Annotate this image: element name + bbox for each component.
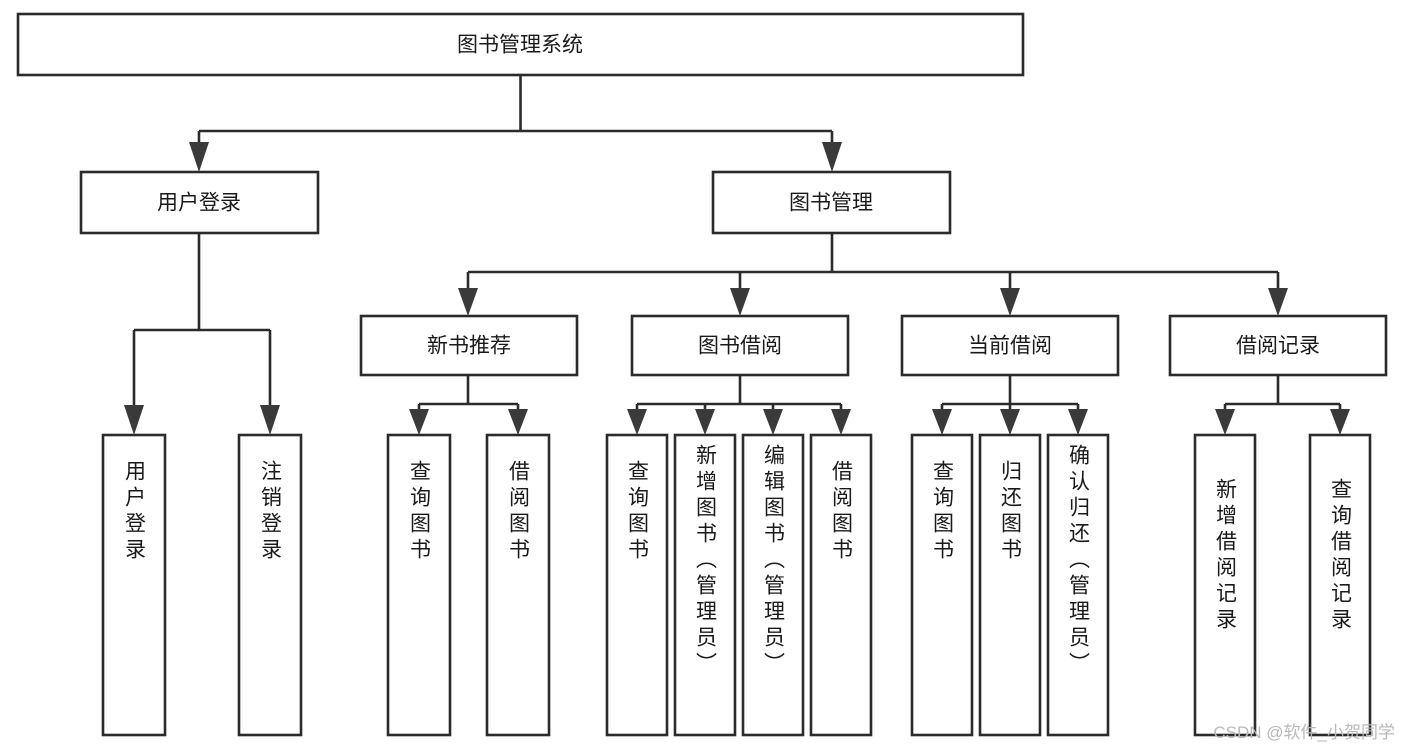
arrow-head-leaf-edit-book [763, 409, 783, 435]
arrow-head-leaf-query-book-1 [409, 409, 429, 435]
node-leaf-return-book-label: 归还图书 [999, 460, 1023, 564]
arrow-head-leaf-query-record [1330, 409, 1350, 435]
node-leaf-query-book-1-label: 查询图书 [408, 460, 432, 564]
node-leaf-query-book-3-label: 查询图书 [931, 460, 955, 564]
node-leaf-logout-box[interactable] [237, 433, 303, 737]
node-leaf-confirm-return[interactable]: 确认归还（管理员） [1046, 433, 1110, 737]
node-leaf-query-book-2[interactable]: 查询图书 [605, 433, 669, 737]
node-leaf-user-login[interactable]: 用户登录 [101, 433, 167, 737]
arrow-head-book-manage [822, 142, 842, 172]
node-current-borrow[interactable]: 当前借阅 [900, 314, 1120, 377]
node-leaf-return-book-box[interactable] [978, 433, 1042, 737]
node-leaf-confirm-return-box[interactable] [1046, 433, 1110, 737]
node-root-box[interactable] [16, 12, 1025, 77]
node-book-manage-label: 图书管理 [789, 192, 873, 215]
node-leaf-query-record-box[interactable] [1308, 433, 1372, 737]
node-leaf-add-book-box[interactable] [673, 433, 737, 737]
node-leaf-query-book-1[interactable]: 查询图书 [386, 433, 452, 737]
node-leaf-borrow-book-2-label: 借阅图书 [830, 460, 854, 564]
node-leaf-borrow-book-1-box[interactable] [485, 433, 551, 737]
node-leaf-user-login-box[interactable] [101, 433, 167, 737]
node-leaf-query-book-3[interactable]: 查询图书 [910, 433, 974, 737]
node-leaf-logout[interactable]: 注销登录 [237, 433, 303, 737]
node-leaf-edit-book-box[interactable] [741, 433, 805, 737]
node-leaf-add-record-box[interactable] [1193, 433, 1257, 737]
node-leaf-add-book[interactable]: 新增图书（管理员） [673, 433, 737, 737]
arrow-head-leaf-logout [260, 405, 280, 435]
arrow-head-leaf-query-book-2 [627, 409, 647, 435]
node-leaf-query-book-2-box[interactable] [605, 433, 669, 737]
node-leaf-add-record[interactable]: 新增借阅记录 [1193, 433, 1257, 737]
node-book-borrow-box[interactable] [630, 314, 850, 377]
arrow-head-leaf-confirm-return [1068, 409, 1088, 435]
node-leaf-user-login-label: 用户登录 [123, 460, 147, 564]
node-leaf-edit-book[interactable]: 编辑图书（管理员） [741, 433, 805, 737]
node-leaf-borrow-book-2[interactable]: 借阅图书 [809, 433, 873, 737]
node-leaf-borrow-book-1-label: 借阅图书 [507, 460, 531, 564]
node-user-login-label: 用户登录 [157, 192, 241, 215]
arrow-head-borrow-record [1268, 288, 1288, 316]
arrow-head-new-book-rec [458, 288, 478, 316]
arrow-head-leaf-add-record [1215, 409, 1235, 435]
arrow-head-leaf-borrow-book-1 [508, 409, 528, 435]
node-leaf-return-book[interactable]: 归还图书 [978, 433, 1042, 737]
node-leaf-borrow-book-2-box[interactable] [809, 433, 873, 737]
arrow-head-current-borrow [1000, 288, 1020, 316]
node-book-borrow[interactable]: 图书借阅 [630, 314, 850, 377]
node-user-login[interactable]: 用户登录 [79, 170, 320, 235]
node-current-borrow-box[interactable] [900, 314, 1120, 377]
node-leaf-query-record-label: 查询借阅记录 [1329, 478, 1353, 634]
arrow-head-leaf-add-book [695, 409, 715, 435]
node-leaf-logout-label: 注销登录 [259, 460, 283, 564]
node-borrow-record[interactable]: 借阅记录 [1168, 314, 1388, 377]
node-leaf-add-book-label: 新增图书（管理员） [694, 444, 718, 678]
node-book-manage[interactable]: 图书管理 [711, 170, 952, 235]
node-root-label: 图书管理系统 [457, 34, 583, 57]
node-leaf-borrow-book-1[interactable]: 借阅图书 [485, 433, 551, 737]
node-root[interactable]: 图书管理系统 [16, 12, 1025, 77]
arrow-head-book-borrow [730, 288, 750, 316]
node-new-book-rec-label: 新书推荐 [427, 335, 511, 358]
node-new-book-rec[interactable]: 新书推荐 [359, 314, 579, 377]
node-leaf-query-record[interactable]: 查询借阅记录 [1308, 433, 1372, 737]
node-current-borrow-label: 当前借阅 [968, 335, 1052, 358]
connector-layer [124, 75, 1350, 435]
node-leaf-confirm-return-label: 确认归还（管理员） [1067, 444, 1091, 678]
node-new-book-rec-box[interactable] [359, 314, 579, 377]
arrow-head-leaf-query-book-3 [932, 409, 952, 435]
node-leaf-query-book-1-box[interactable] [386, 433, 452, 737]
node-user-login-box[interactable] [79, 170, 320, 235]
node-leaf-edit-book-label: 编辑图书（管理员） [762, 444, 786, 678]
arrow-head-leaf-borrow-book-2 [831, 409, 851, 435]
node-leaf-add-record-label: 新增借阅记录 [1214, 478, 1238, 634]
node-leaf-query-book-3-box[interactable] [910, 433, 974, 737]
node-leaf-query-book-2-label: 查询图书 [626, 460, 650, 564]
node-book-borrow-label: 图书借阅 [698, 335, 782, 358]
arrow-head-leaf-user-login [124, 405, 144, 435]
node-book-manage-box[interactable] [711, 170, 952, 235]
node-borrow-record-label: 借阅记录 [1236, 335, 1320, 358]
node-borrow-record-box[interactable] [1168, 314, 1388, 377]
arrow-head-leaf-return-book [1000, 409, 1020, 435]
arrow-head-user-login [189, 142, 209, 172]
